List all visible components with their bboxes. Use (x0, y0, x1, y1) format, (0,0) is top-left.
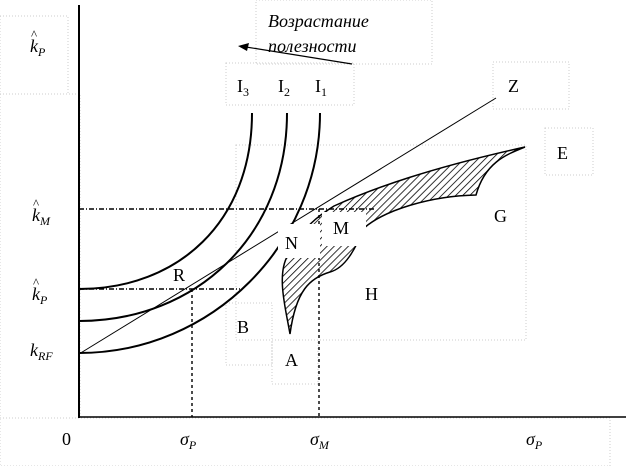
utility-arrow-head (238, 43, 249, 51)
annotation-line1: Возрастание (268, 11, 369, 31)
label-z-frame (492, 61, 570, 110)
point-label-g: G (494, 206, 507, 226)
indifference-curve-i1 (78, 112, 321, 354)
annotation-frame (255, 0, 433, 65)
tick-label-kp: kP (32, 276, 47, 306)
y-axis-frame (0, 93, 81, 419)
point-label-e: E (557, 143, 568, 163)
point-label-m: M (333, 218, 350, 238)
point-label-r: R (173, 265, 186, 285)
y-axis-top-label: kP (30, 28, 45, 58)
tick-label-km: kM (32, 197, 50, 227)
label-i2: I2 (278, 76, 290, 99)
tick-label-sm: σM (310, 429, 329, 452)
point-label-h: H (365, 284, 378, 304)
indifference-curve-i3 (78, 112, 253, 290)
label-e-frame (544, 127, 594, 176)
label-i3: I3 (237, 76, 249, 99)
utility-arrow-shaft (245, 46, 353, 65)
label-m-box (322, 212, 366, 246)
region-frame (235, 144, 527, 341)
point-label-a: A (285, 350, 298, 370)
annotation-line2: полезности (268, 36, 357, 56)
tick-label-krf: kRF (30, 340, 53, 363)
tick-label-sp: σP (180, 429, 197, 452)
point-label-z: Z (508, 76, 519, 96)
curve-labels-frame (225, 62, 355, 106)
x-axis-frame (0, 417, 611, 466)
label-i1: I1 (315, 76, 327, 99)
point-label-n: N (285, 233, 298, 253)
indifference-curve-i2 (78, 112, 288, 322)
label-n-box (278, 224, 320, 258)
origin-label: 0 (62, 429, 71, 449)
x-axis-end-label: σP (526, 429, 543, 452)
point-label-b: B (237, 317, 250, 337)
